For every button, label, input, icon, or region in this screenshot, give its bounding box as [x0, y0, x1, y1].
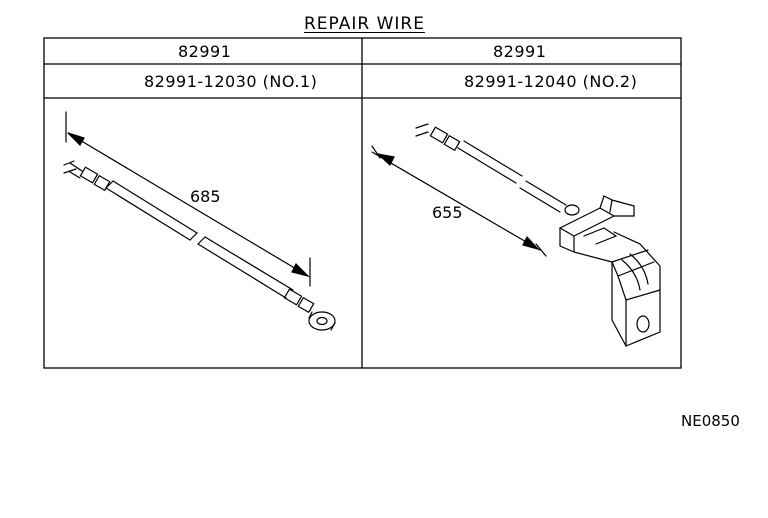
wire-no1-length-label: 685: [190, 187, 221, 206]
wire-no2-length-label: 655: [432, 203, 463, 222]
col1-part-no: 82991: [178, 42, 232, 61]
col2-sub-part-no: 82991-12040 (NO.2): [464, 72, 638, 91]
wire-no1-illustration: [63, 111, 336, 331]
parts-table: [43, 37, 682, 369]
col1-sub-part-no: 82991-12030 (NO.1): [144, 72, 318, 91]
diagram-title: REPAIR WIRE: [304, 14, 425, 34]
wire-no2-illustration: [371, 123, 661, 347]
figure-id: NE0850: [681, 412, 740, 430]
col2-part-no: 82991: [493, 42, 547, 61]
